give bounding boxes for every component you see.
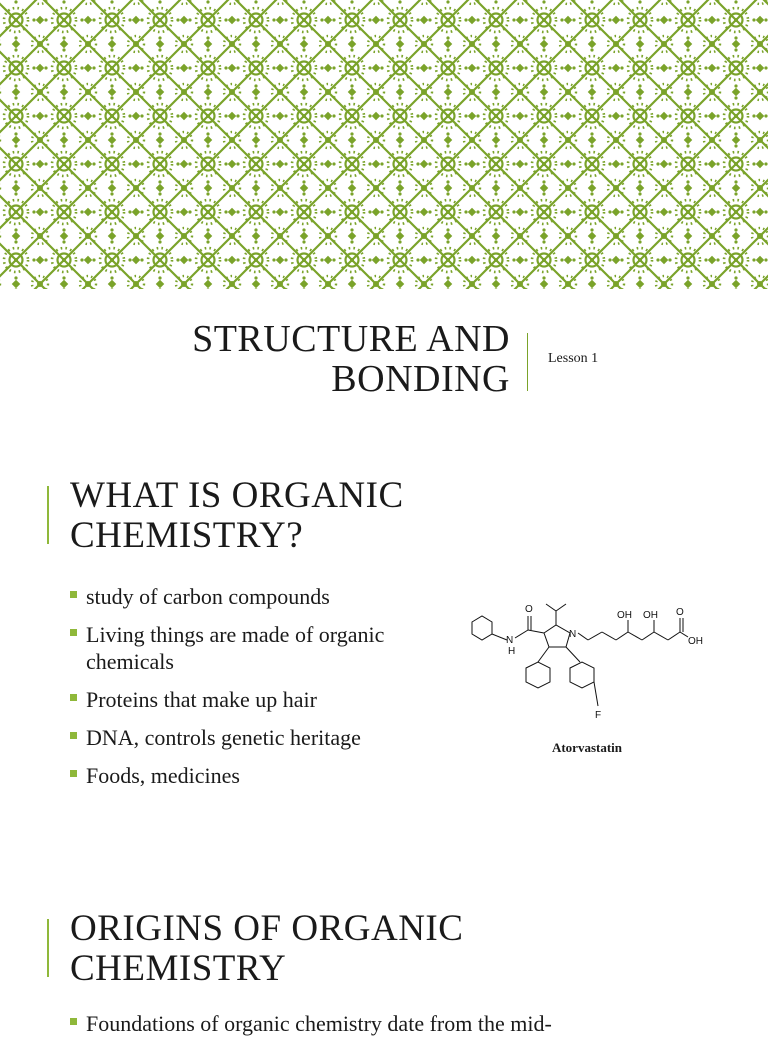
slide-title: STRUCTURE AND BONDING	[192, 319, 510, 399]
slide-title-line1: STRUCTURE AND	[192, 318, 510, 360]
heading-line2: CHEMISTRY?	[70, 515, 304, 556]
atom-label: N	[569, 629, 576, 640]
title-slide: STRUCTURE AND BONDING Lesson 1	[0, 289, 768, 419]
molecule-caption: Atorvastatin	[551, 740, 623, 755]
list-item: DNA, controls genetic heritage	[70, 724, 450, 751]
slide-title-line2: BONDING	[331, 358, 510, 400]
section-heading-what-is: WHAT IS ORGANIC CHEMISTRY?	[70, 476, 590, 556]
heading-line1: ORIGINS OF ORGANIC	[70, 908, 464, 949]
list-item: study of carbon compounds	[70, 583, 450, 610]
atom-label: F	[595, 710, 601, 721]
heading-line1: WHAT IS ORGANIC	[70, 475, 404, 516]
atom-label: OH	[688, 636, 703, 647]
bullet-square-icon	[70, 770, 77, 777]
atom-label: O	[676, 607, 684, 618]
lesson-subtitle: Lesson 1	[548, 351, 599, 366]
atom-label: N	[506, 635, 513, 646]
bullet-square-icon	[70, 591, 77, 598]
title-divider	[527, 333, 528, 391]
geometric-pattern	[0, 0, 768, 289]
atom-label: OH	[617, 610, 632, 621]
list-item: Proteins that make up hair	[70, 686, 450, 713]
bullet-list: study of carbon compounds Living things …	[70, 583, 450, 800]
atom-label: O	[525, 604, 533, 615]
decorative-pattern-banner	[0, 0, 768, 289]
bullet-square-icon	[70, 732, 77, 739]
section-heading-origins: ORIGINS OF ORGANIC CHEMISTRY	[70, 909, 590, 989]
bullet-square-icon	[70, 694, 77, 701]
heading-accent-bar	[47, 486, 49, 544]
bullet-square-icon	[70, 1018, 77, 1025]
bullet-square-icon	[70, 629, 77, 636]
atom-label: H	[508, 646, 515, 657]
atorvastatin-structure-diagram: O N H N OH OH O OH F	[471, 603, 703, 721]
heading-accent-bar	[47, 919, 49, 977]
list-item: Living things are made of organic chemic…	[70, 621, 450, 675]
atom-label: OH	[643, 610, 658, 621]
heading-line2: CHEMISTRY	[70, 948, 287, 989]
list-item: Foods, medicines	[70, 762, 450, 789]
